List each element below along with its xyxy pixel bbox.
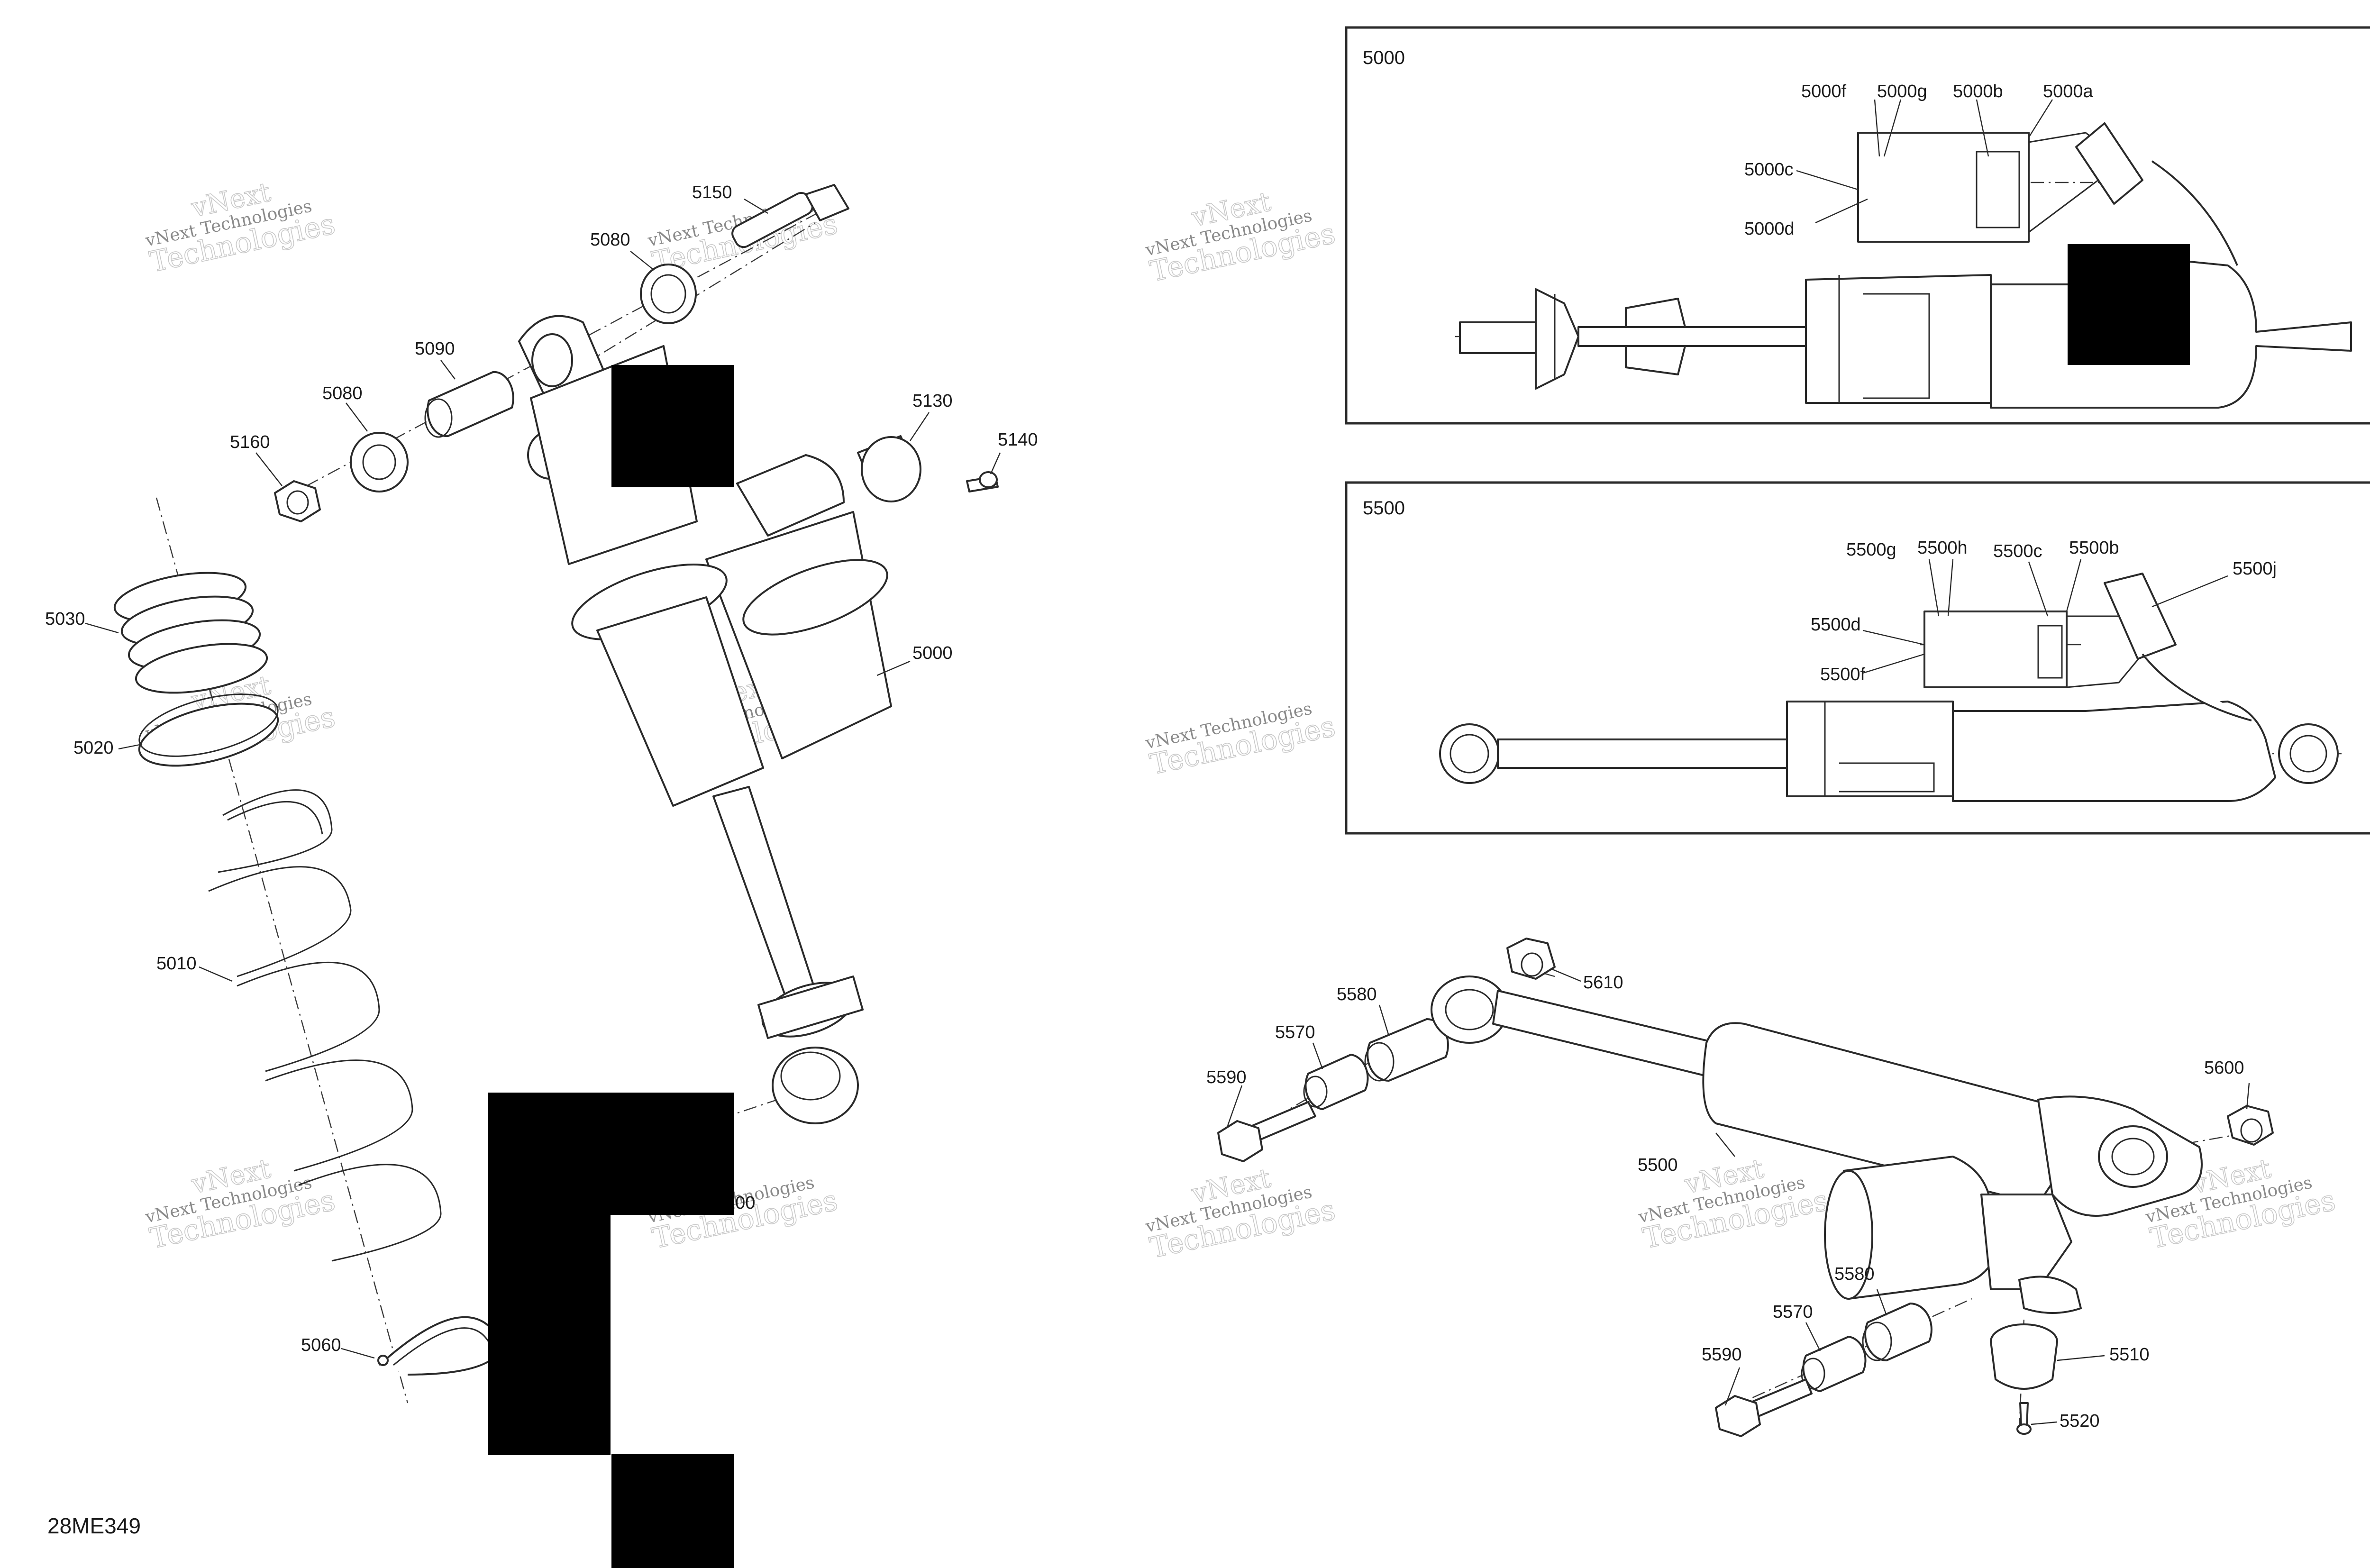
mount-axis — [583, 222, 816, 366]
detail-box-title: 5500 — [1363, 498, 1405, 519]
part-5590-bolt-lower — [1715, 1378, 1813, 1437]
redaction-block — [488, 1093, 734, 1215]
detail-box-5500-callouts: 5500g 5500h 5500c 5500b 5500j 5500d 5500… — [1811, 538, 2277, 684]
redaction-block — [611, 365, 734, 487]
callout-5000c: 5000c — [1744, 160, 1794, 180]
part-5520-screw — [2016, 1402, 2032, 1435]
detail-box-5000: 5000 — [1345, 26, 2370, 425]
figure-code: 28ME349 — [47, 1513, 141, 1538]
part-5580-spacer-lower — [1862, 1303, 1932, 1361]
callout-5060: 5060 — [301, 1335, 341, 1355]
callout-5500j: 5500j — [2233, 559, 2277, 579]
callout-5600: 5600 — [2204, 1058, 2244, 1078]
part-5160-nut — [274, 480, 321, 522]
callout-5000: 5000 — [912, 643, 953, 663]
callout-5500b: 5500b — [2069, 538, 2119, 558]
callout-5000b: 5000b — [1953, 82, 2003, 101]
part-5570-bushing-lower — [1801, 1336, 1867, 1392]
part-5090-spacer — [424, 371, 514, 438]
callout-5520: 5520 — [2060, 1411, 2100, 1431]
callout-5570: 5570 — [1275, 1022, 1315, 1042]
callout-5140: 5140 — [998, 430, 1038, 450]
callout-5610: 5610 — [1583, 973, 1623, 993]
callout-5030: 5030 — [45, 609, 85, 629]
part-5150-bolt — [731, 184, 849, 248]
callout-5150: 5150 — [692, 182, 732, 202]
redaction-blocks — [488, 244, 2190, 1568]
part-5080-bushing-top — [640, 264, 697, 324]
shock-assembly-5500 — [1217, 938, 2274, 1437]
callout-5590: 5590 — [1702, 1345, 1742, 1365]
redaction-block — [2068, 244, 2190, 365]
callout-5500d: 5500d — [1811, 615, 1861, 635]
callout-5500g: 5500g — [1846, 540, 1896, 560]
callout-5000g: 5000g — [1877, 82, 1927, 101]
redaction-block — [488, 1213, 611, 1455]
callout-5010: 5010 — [156, 954, 197, 974]
detail-box-5500: 5500 — [1345, 481, 2370, 835]
part-5030-spring-preload — [113, 572, 268, 694]
callout-5160: 5160 — [230, 432, 270, 452]
part-5600-washer — [2227, 1105, 2274, 1146]
callouts-left: 5150 5080 5090 5080 5160 5130 5140 5030 … — [45, 182, 1038, 1359]
callout-5580: 5580 — [1834, 1264, 1875, 1284]
callout-5130: 5130 — [912, 391, 953, 411]
callout-5000d: 5000d — [1744, 219, 1795, 239]
part-5510-knob — [1990, 1323, 2058, 1390]
callout-5570: 5570 — [1773, 1302, 1813, 1322]
part-5000-shock-body — [518, 315, 892, 1124]
callout-5500c: 5500c — [1993, 541, 2042, 561]
callout-5020: 5020 — [73, 738, 114, 758]
part-5020-spring-collar — [138, 693, 279, 767]
detail-box-title: 5000 — [1363, 47, 1405, 68]
callouts-right: 5610 5580 5570 5590 5600 5500 5580 5570 … — [1206, 968, 2250, 1431]
part-5140-screw — [966, 471, 999, 492]
callout-5090: 5090 — [415, 339, 455, 359]
callout-5510: 5510 — [2109, 1345, 2150, 1365]
detail-box-5000-callouts: 5000f 5000g 5000b 5000a 5000c 5000d — [1744, 82, 2094, 239]
part-5060-retaining-clip — [377, 1316, 503, 1376]
callout-5080: 5080 — [590, 230, 630, 250]
part-5130-knob — [857, 435, 921, 502]
part-5570-bushing-upper — [1303, 1054, 1369, 1110]
callout-5580: 5580 — [1337, 985, 1377, 1004]
part-5590-bolt-upper — [1217, 1101, 1316, 1162]
redaction-block — [611, 1454, 734, 1568]
callout-5000a: 5000a — [2043, 82, 2094, 101]
callout-5500: 5500 — [1638, 1155, 1678, 1175]
part-5580-spacer-upper — [1364, 1018, 1449, 1082]
part-5010-main-spring — [208, 789, 442, 1262]
part-5500-shock-body — [1431, 975, 2203, 1314]
part-5610-nut — [1506, 938, 1556, 980]
callout-5590: 5590 — [1206, 1067, 1247, 1087]
callout-5500h: 5500h — [1917, 538, 1968, 558]
callout-5080: 5080 — [322, 383, 363, 403]
callout-5000f: 5000f — [1801, 82, 1847, 101]
shock-assembly-5000 — [113, 184, 999, 1404]
part-5080-bushing-left — [350, 432, 409, 492]
callout-5500f: 5500f — [1820, 665, 1866, 684]
